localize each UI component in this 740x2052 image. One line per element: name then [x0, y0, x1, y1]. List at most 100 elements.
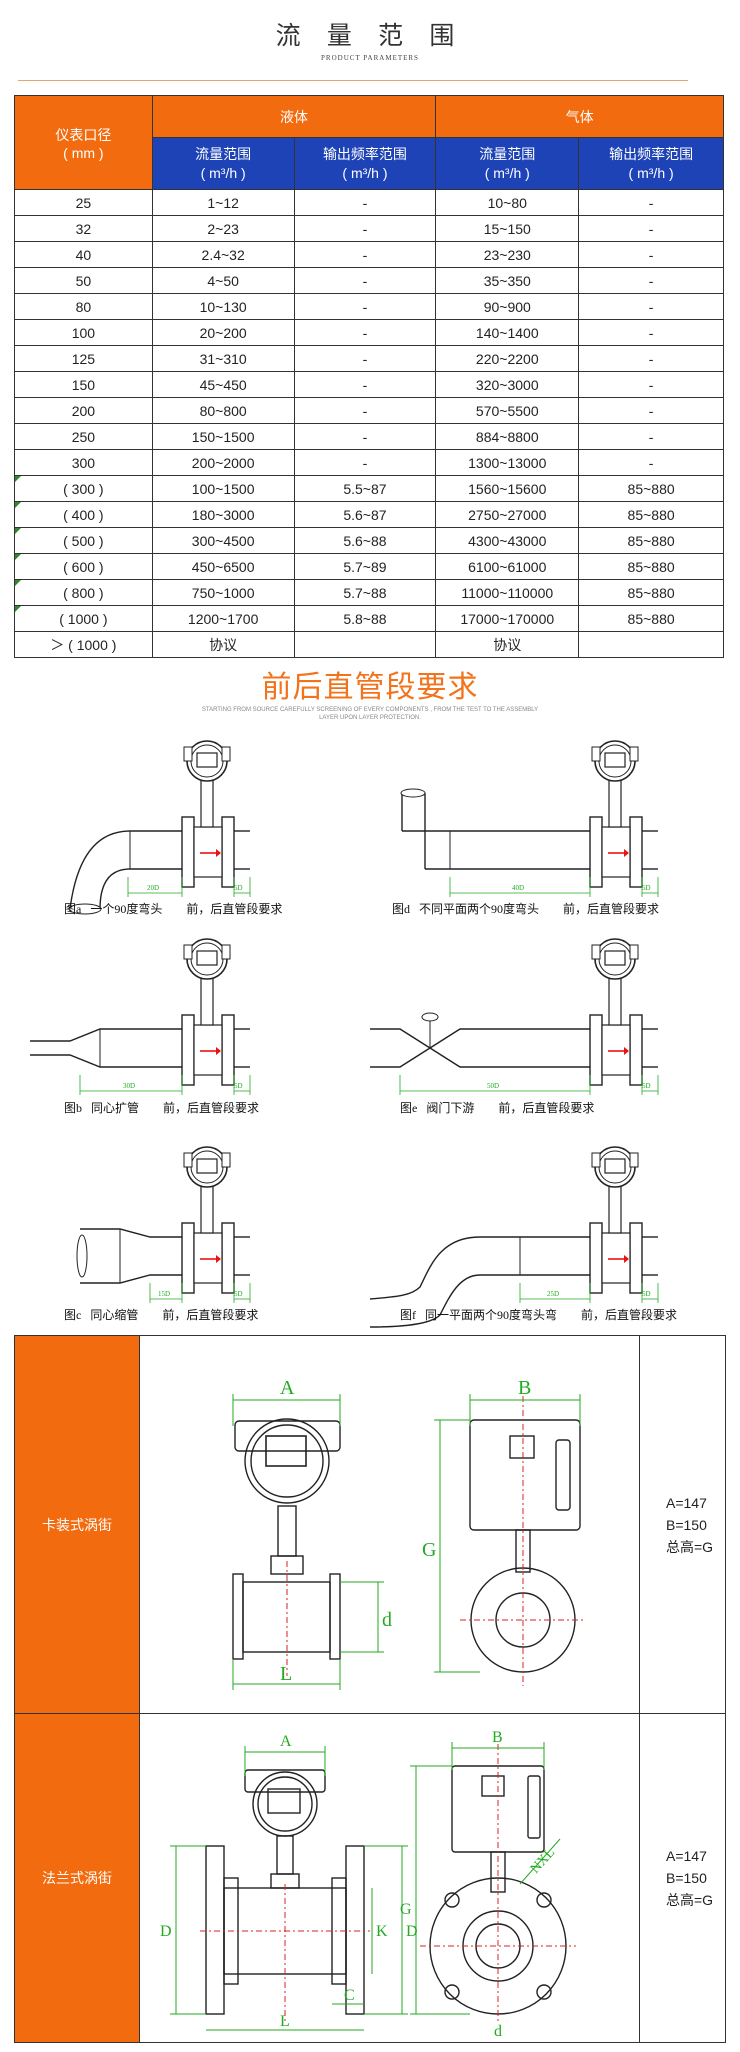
flange-drawing: A B G D K D L C d NXL	[140, 1714, 640, 2042]
table-cell: 1200~1700	[151, 605, 295, 632]
flange-value-a: A=147	[666, 1848, 707, 1864]
table-cell: ( 300 )	[14, 475, 153, 502]
flange-label-nxl: NXL	[528, 1845, 558, 1876]
wafer-value-b: B=150	[666, 1516, 707, 1533]
table-cell: 100	[14, 319, 153, 346]
pipe-diagram-0: 20D 5D	[68, 740, 251, 915]
table-cell: 250	[14, 423, 153, 450]
table-cell: 300	[14, 449, 153, 476]
title-divider	[18, 80, 688, 81]
table-cell: 25	[14, 189, 153, 216]
flange-label-dsmall: d	[494, 2023, 502, 2040]
table-cell: -	[578, 267, 724, 294]
table-cell: 10~130	[151, 293, 295, 320]
flange-label-k: K	[376, 1923, 388, 1940]
table-cell: 80	[14, 293, 153, 320]
table-cell: -	[578, 397, 724, 424]
flange-label-c: C	[344, 1987, 355, 2004]
wafer-value-g: 总高=G	[666, 1538, 714, 1555]
table-cell: ( 400 )	[14, 501, 153, 528]
table-cell: 17000~170000	[435, 605, 580, 632]
table-cell: -	[293, 423, 437, 450]
table-cell: ( 800 )	[14, 579, 153, 606]
table-cell: 90~900	[435, 293, 580, 320]
downstream-length-4: 5D	[234, 1290, 243, 1298]
table-cell: 100~1500	[151, 475, 295, 502]
header-liquid: 液体	[151, 95, 437, 138]
table-cell: 80~800	[151, 397, 295, 424]
flange-value-g: 总高=G	[666, 1892, 714, 1908]
table-cell: -	[578, 371, 724, 398]
table-cell: 5.8~88	[293, 605, 437, 632]
upstream-length-0: 20D	[147, 884, 159, 892]
table-cell: 50	[14, 267, 153, 294]
table-cell: -	[293, 241, 437, 268]
table-cell: 85~880	[578, 527, 724, 554]
table-cell: 750~1000	[151, 579, 295, 606]
table-cell: 32	[14, 215, 153, 242]
flange-label-g: G	[400, 1901, 412, 1918]
header-diameter-unit: ( mm )	[63, 144, 104, 161]
upstream-length-3: 50D	[487, 1082, 499, 1090]
caption-e: 图e 阀门下游 前，后直管段要求	[400, 1101, 595, 1115]
table-cell: 85~880	[578, 501, 724, 528]
table-cell: 85~880	[578, 553, 724, 580]
pipe-section-subtitle: STARTING FROM SOURCE CAREFULLY SCREENING…	[201, 707, 539, 721]
table-cell: -	[578, 293, 724, 320]
table-cell: 6100~61000	[435, 553, 580, 580]
table-cell: 1560~15600	[435, 475, 580, 502]
table-cell: 180~3000	[151, 501, 295, 528]
upstream-length-1: 40D	[512, 884, 524, 892]
table-cell: -	[293, 319, 437, 346]
pipe-section-title: 前后直管段要求	[261, 671, 479, 704]
wafer-label-a: A	[280, 1377, 295, 1399]
table-cell: -	[293, 345, 437, 372]
table-cell: 220~2200	[435, 345, 580, 372]
table-cell: 140~1400	[435, 319, 580, 346]
downstream-length-2: 5D	[234, 1082, 243, 1090]
table-cell: 570~5500	[435, 397, 580, 424]
table-cell: 2~23	[151, 215, 295, 242]
table-cell: 450~6500	[151, 553, 295, 580]
table-cell: 4300~43000	[435, 527, 580, 554]
table-cell: 5.5~87	[293, 475, 437, 502]
header-diameter-label: 仪表口径	[55, 126, 112, 143]
table-cell: 20~200	[151, 319, 295, 346]
wafer-drawing: A B G d L	[140, 1336, 640, 1713]
table-cell: -	[578, 449, 724, 476]
header-gas-flow: 流量范围( m³/h )	[435, 137, 580, 190]
wafer-svg: A B G d L	[232, 1377, 586, 1690]
flange-label-d-left: D	[160, 1923, 172, 1940]
table-cell: 15~150	[435, 215, 580, 242]
downstream-length-0: 5D	[234, 884, 243, 892]
table-cell	[578, 631, 724, 658]
wafer-label-d: d	[382, 1609, 392, 1631]
table-cell: 4~50	[151, 267, 295, 294]
table-cell: 35~350	[435, 267, 580, 294]
table-row-last: ＞ ( 1000 )协议协议	[14, 631, 724, 658]
wafer-value-a: A=147	[666, 1494, 707, 1511]
caption-d: 图d 不同平面两个90度弯头 前，后直管段要求	[392, 902, 660, 916]
header-liquid-flow: 流量范围( m³/h )	[151, 137, 295, 190]
table-cell: -	[578, 241, 724, 268]
table-cell: -	[578, 319, 724, 346]
table-cell: -	[293, 371, 437, 398]
flange-label-d-right: D	[406, 1923, 418, 1940]
type-label-wafer: 卡装式涡街	[15, 1336, 140, 1713]
table-cell: 2750~27000	[435, 501, 580, 528]
table-cell: 5.6~88	[293, 527, 437, 554]
upstream-length-5: 25D	[547, 1290, 559, 1298]
